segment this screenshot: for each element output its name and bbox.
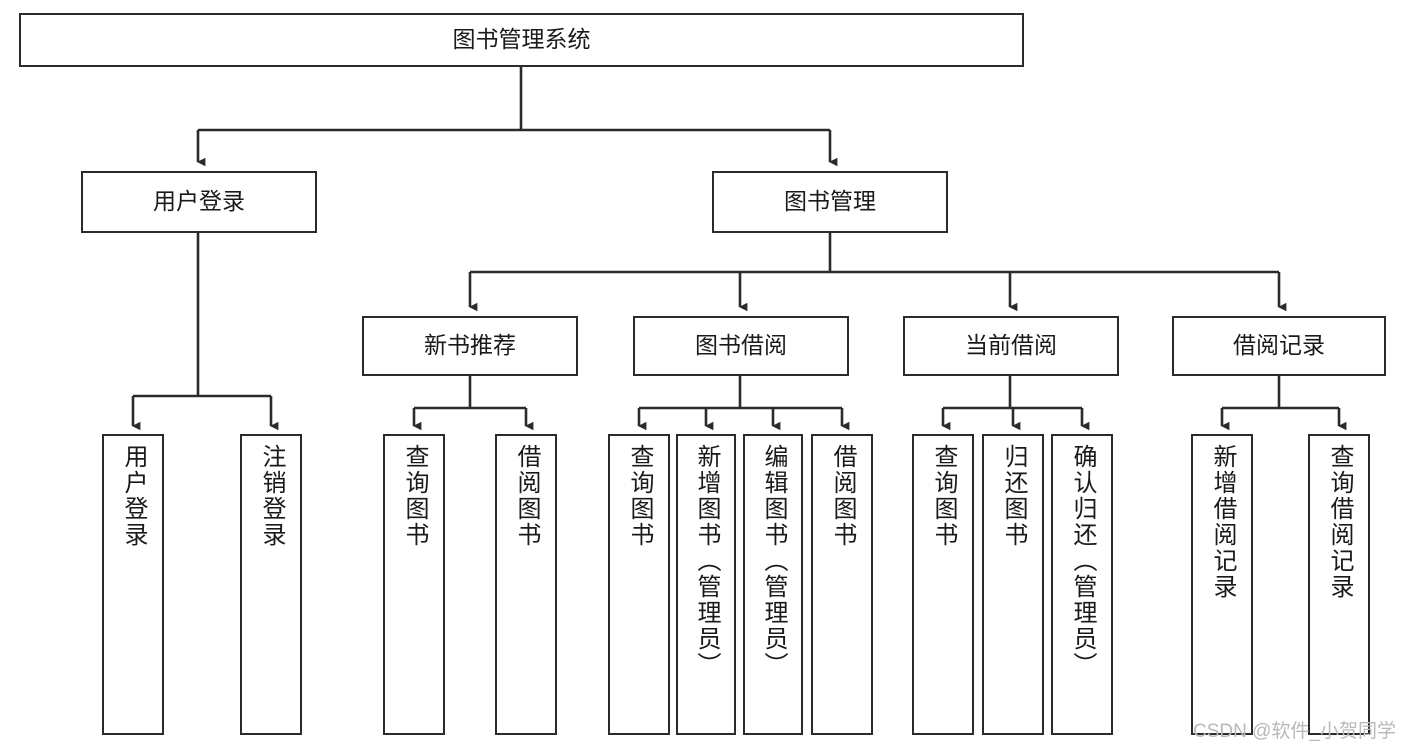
node-label: 用户登录 [153, 188, 245, 215]
leaf-current-confirm-return-admin[interactable]: 确认归还（管理员） [1051, 434, 1113, 735]
node-label: 用户登录 [120, 444, 147, 548]
node-user-login[interactable]: 用户登录 [81, 171, 317, 233]
leaf-recommend-borrow-book[interactable]: 借阅图书 [495, 434, 557, 735]
leaf-record-query-record[interactable]: 查询借阅记录 [1308, 434, 1370, 735]
leaf-borrow-add-book-admin[interactable]: 新增图书（管理员） [676, 434, 736, 735]
node-label: 查询图书 [626, 444, 653, 548]
node-label: 图书管理系统 [452, 26, 591, 53]
node-label: 查询图书 [930, 444, 957, 548]
node-label: 图书管理 [784, 188, 876, 215]
node-label: 借阅图书 [513, 444, 540, 548]
node-label: 新书推荐 [424, 332, 516, 359]
node-label: 当前借阅 [965, 332, 1057, 359]
leaf-borrow-borrow-book[interactable]: 借阅图书 [811, 434, 873, 735]
node-label: 借阅图书 [829, 444, 856, 548]
csdn-watermark: CSDN @软件_小贺同学 [1193, 721, 1396, 742]
node-root-system[interactable]: 图书管理系统 [19, 13, 1024, 67]
leaf-current-return-book[interactable]: 归还图书 [982, 434, 1044, 735]
leaf-record-add-record[interactable]: 新增借阅记录 [1191, 434, 1253, 735]
leaf-recommend-query-book[interactable]: 查询图书 [383, 434, 445, 735]
node-label: 确认归还（管理员） [1069, 444, 1096, 678]
node-label: 图书借阅 [695, 332, 787, 359]
node-label: 新增图书（管理员） [693, 444, 720, 678]
node-book-management[interactable]: 图书管理 [712, 171, 948, 233]
node-label: 编辑图书（管理员） [760, 444, 787, 678]
leaf-user-login-signin[interactable]: 用户登录 [102, 434, 164, 735]
node-label: 新增借阅记录 [1209, 444, 1236, 600]
node-label: 注销登录 [258, 444, 285, 548]
node-label: 查询借阅记录 [1326, 444, 1353, 600]
leaf-current-query-book[interactable]: 查询图书 [912, 434, 974, 735]
leaf-borrow-query-book[interactable]: 查询图书 [608, 434, 670, 735]
leaf-borrow-edit-book-admin[interactable]: 编辑图书（管理员） [743, 434, 803, 735]
leaf-user-login-signout[interactable]: 注销登录 [240, 434, 302, 735]
node-new-book-recommend[interactable]: 新书推荐 [362, 316, 578, 376]
node-book-borrow[interactable]: 图书借阅 [633, 316, 849, 376]
node-label: 归还图书 [1000, 444, 1027, 548]
node-label: 借阅记录 [1233, 332, 1325, 359]
node-borrow-record[interactable]: 借阅记录 [1172, 316, 1386, 376]
node-label: 查询图书 [401, 444, 428, 548]
node-current-borrow[interactable]: 当前借阅 [903, 316, 1119, 376]
